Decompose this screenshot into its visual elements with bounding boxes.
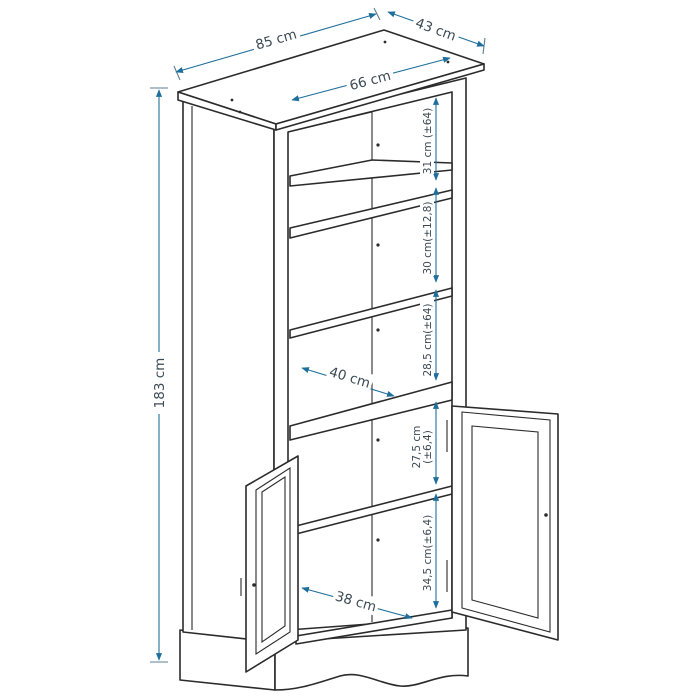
right-door-knob [544, 513, 548, 517]
label-shelf5: 34,5 cm(±6,4) [422, 515, 434, 591]
label-shelf4-value: 27,5 cm [411, 426, 423, 469]
top-screw-hole [446, 60, 450, 64]
top-screw-hole [383, 40, 387, 44]
label-height: 183 cm [152, 358, 168, 409]
label-shelf4-tolerance: (±6,4) [422, 430, 434, 464]
left-door-knob [252, 583, 256, 587]
right-door [451, 405, 559, 641]
right-door-panel-inner [471, 425, 539, 619]
shelf-2 [289, 189, 453, 239]
right-door-panel [461, 411, 551, 633]
shelf-pin-hole [376, 438, 380, 442]
shelf-pin-hole [376, 538, 380, 542]
shelf-fixed-middle [289, 381, 453, 441]
cabinet [177, 29, 559, 691]
label-shelf2: 30 cm(±12,8) [422, 201, 434, 274]
back-wall-top [287, 111, 373, 133]
label-shelf3: 28,5 cm(±64) [422, 303, 434, 376]
shelf-pin-hole [376, 143, 380, 147]
left-door-panel-inner [261, 475, 286, 644]
shelf-1 [289, 159, 453, 187]
shelf-pin-hole [376, 328, 380, 332]
cabinet-plinth-front [274, 627, 469, 691]
shelf-pin-hole [376, 243, 380, 247]
top-screw-hole [230, 98, 234, 102]
top-screw-hole [238, 110, 242, 114]
shelf-3 [289, 287, 453, 339]
left-door-panel [255, 466, 291, 656]
label-shelf1: 31 cm (±64) [422, 108, 434, 174]
dimension-labels: 85 cm 43 cm 66 cm 183 cm 31 cm (±64) 30 … [151, 12, 462, 616]
